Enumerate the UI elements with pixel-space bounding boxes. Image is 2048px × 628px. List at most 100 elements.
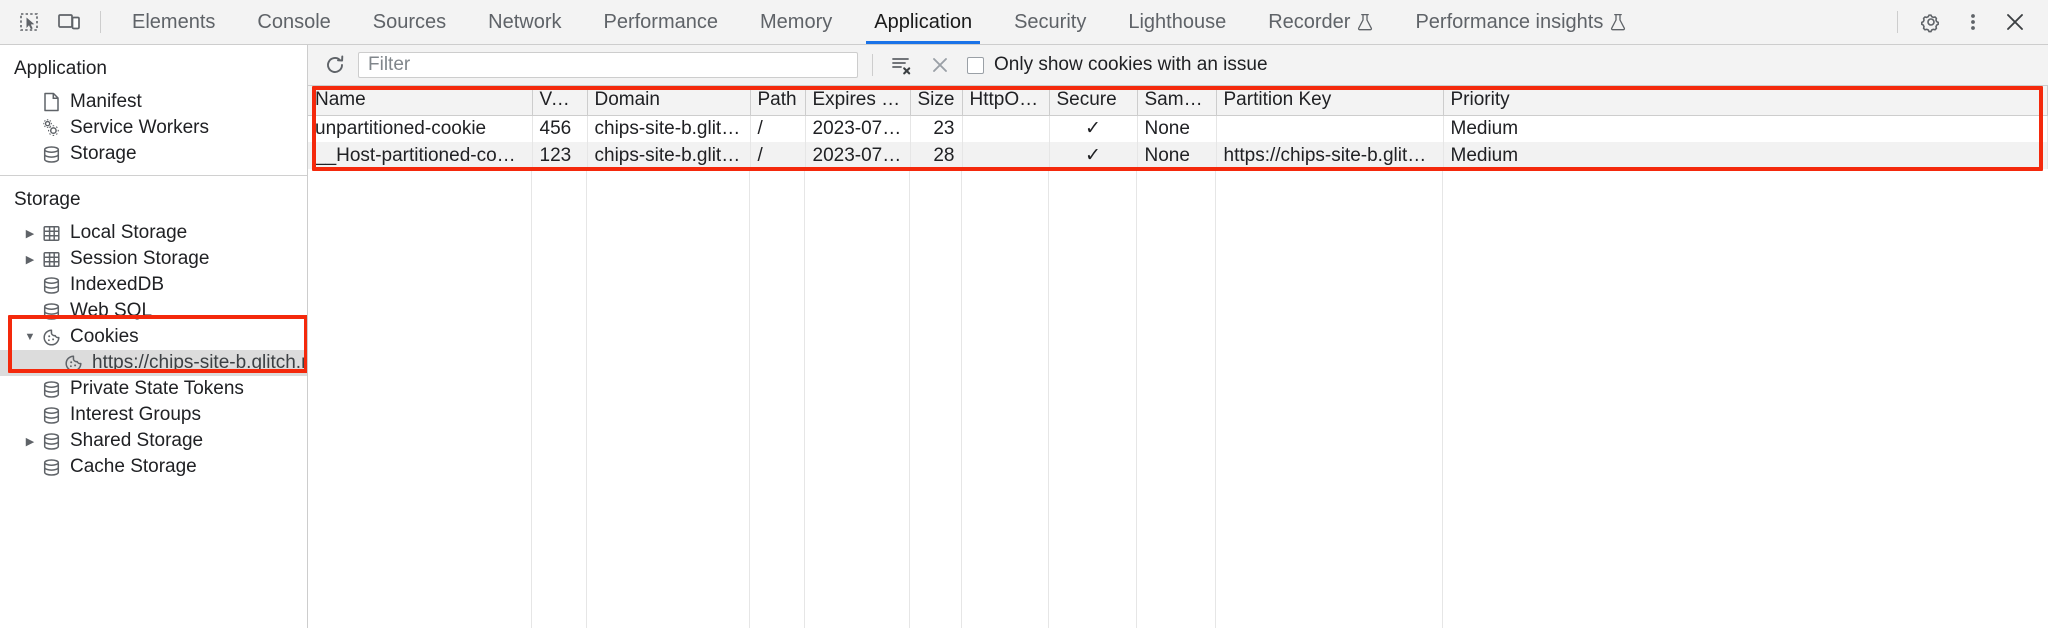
clear-icon[interactable] (925, 50, 955, 80)
more-options-icon[interactable] (1954, 3, 1992, 41)
sidebar-item-interest-groups[interactable]: ▶ Interest Groups (0, 402, 307, 428)
chevron-down-icon[interactable]: ▼ (24, 331, 36, 343)
inspect-element-icon[interactable] (10, 3, 48, 41)
column-header-size[interactable]: Size (910, 86, 963, 116)
cell-expires[interactable]: 2023-07-07… (805, 115, 911, 142)
column-header-priority[interactable]: Priority (1443, 86, 2048, 116)
gear-icon[interactable] (1912, 3, 1950, 41)
cell-partition-key[interactable]: https://chips-site-b.glitch.me (1216, 142, 1444, 169)
column-header-expires[interactable]: Expires / M… (805, 86, 911, 116)
tab-label: Recorder (1268, 10, 1351, 33)
cell-priority[interactable]: Medium (1443, 142, 2048, 169)
cell-name[interactable]: __Host-partitioned-cookie (308, 142, 533, 169)
column-header-partition-key[interactable]: Partition Key (1216, 86, 1444, 116)
cell-httponly[interactable] (962, 142, 1050, 169)
gears-icon (38, 118, 64, 138)
chevron-right-icon[interactable]: ▶ (25, 227, 35, 240)
database-icon (38, 432, 64, 451)
sidebar-item-cache-storage[interactable]: ▶ Cache Storage (0, 454, 307, 480)
tab-label: Performance (603, 10, 719, 33)
table-icon (38, 224, 64, 243)
cell-value[interactable]: 123 (532, 142, 588, 169)
cell-samesite[interactable]: None (1137, 115, 1217, 142)
tab-network[interactable]: Network (467, 0, 582, 44)
cookies-toolbar: Filter Only show cookies with an issu (308, 45, 2048, 86)
cell-value[interactable]: 456 (532, 115, 588, 142)
tab-elements[interactable]: Elements (111, 0, 236, 44)
column-header-httponly[interactable]: HttpOnly (962, 86, 1050, 116)
cell-secure[interactable]: ✓ (1049, 142, 1138, 169)
database-icon (38, 145, 64, 164)
column-header-value[interactable]: Value (532, 86, 588, 116)
sidebar-item-label: Interest Groups (70, 404, 201, 425)
cell-path[interactable]: / (750, 142, 806, 169)
sidebar-item-storage[interactable]: ▶ Storage (0, 141, 307, 167)
close-icon[interactable] (1996, 3, 2034, 41)
tab-label: Console (257, 10, 331, 33)
cell-expires[interactable]: 2023-07-07… (805, 142, 911, 169)
tab-label: Elements (132, 10, 216, 33)
cell-httponly[interactable] (962, 115, 1050, 142)
sidebar-group-title: Storage (14, 189, 81, 210)
tab-performance-insights[interactable]: Performance insights (1394, 0, 1647, 44)
tab-recorder[interactable]: Recorder (1247, 0, 1394, 44)
cell-domain[interactable]: chips-site-b.glitch.me (587, 142, 751, 169)
tab-label: Security (1014, 10, 1087, 33)
tab-label: Sources (372, 10, 447, 33)
only-issues-checkbox[interactable] (967, 56, 984, 74)
sidebar-item-cookie-origin[interactable]: ▶ https://chips-site-b.glitch.me (0, 350, 307, 376)
device-toolbar-icon[interactable] (50, 3, 88, 41)
sidebar-item-shared-storage[interactable]: ▶ Shared Storage (0, 428, 307, 454)
sidebar-item-manifest[interactable]: ▶ Manifest (0, 89, 307, 115)
tab-performance[interactable]: Performance (583, 0, 740, 44)
sidebar-item-label: Storage (70, 143, 137, 164)
sidebar-item-indexeddb[interactable]: ▶ IndexedDB (0, 272, 307, 298)
devtools-workspace: Application ▶ Manifest ▶ (0, 45, 2048, 628)
tab-lighthouse[interactable]: Lighthouse (1107, 0, 1247, 44)
sidebar-item-session-storage[interactable]: ▶ Session Storage (0, 246, 307, 272)
sidebar-group-storage: Storage ▶ Local Storage ▶ (0, 175, 307, 488)
cell-samesite[interactable]: None (1137, 142, 1217, 169)
sidebar-item-cookies[interactable]: ▼ Cookies (0, 324, 307, 350)
cell-size[interactable]: 28 (910, 142, 963, 169)
tab-sources[interactable]: Sources (352, 0, 467, 44)
filter-placeholder: Filter (368, 54, 411, 75)
only-issues-checkbox-row[interactable]: Only show cookies with an issue (967, 54, 1268, 76)
filter-input[interactable]: Filter (358, 52, 858, 78)
sidebar-item-label: Session Storage (70, 248, 210, 269)
tab-security[interactable]: Security (993, 0, 1107, 44)
sidebar-item-private-state-tokens[interactable]: ▶ Private State Tokens (0, 376, 307, 402)
column-header-domain[interactable]: Domain (587, 86, 751, 116)
cell-domain[interactable]: chips-site-b.glitch.me (587, 115, 751, 142)
chevron-right-icon[interactable]: ▶ (25, 253, 35, 266)
cookies-table: Name Value Domain Path Expires / M… Size… (308, 86, 2048, 169)
cell-priority[interactable]: Medium (1443, 115, 2048, 142)
tab-memory[interactable]: Memory (739, 0, 853, 44)
cell-partition-key[interactable] (1216, 115, 1444, 142)
table-row[interactable]: __Host-partitioned-cookie 123 chips-site… (308, 142, 2048, 169)
sidebar-item-label: Local Storage (70, 222, 188, 243)
column-header-name[interactable]: Name (308, 86, 533, 116)
chevron-right-icon[interactable]: ▶ (25, 435, 35, 448)
sidebar-item-web-sql[interactable]: ▶ Web SQL (0, 298, 307, 324)
experiment-flask-icon (1610, 13, 1626, 31)
cell-name[interactable]: unpartitioned-cookie (308, 115, 533, 142)
tab-application[interactable]: Application (853, 0, 993, 44)
cell-secure[interactable]: ✓ (1049, 115, 1138, 142)
column-header-secure[interactable]: Secure (1049, 86, 1138, 116)
sidebar-item-local-storage[interactable]: ▶ Local Storage (0, 220, 307, 246)
tabbar-divider-right (1897, 11, 1898, 33)
database-icon (38, 380, 64, 399)
sidebar-item-service-workers[interactable]: ▶ Service Workers (0, 115, 307, 141)
refresh-icon[interactable] (320, 50, 350, 80)
cell-path[interactable]: / (750, 115, 806, 142)
table-row[interactable]: unpartitioned-cookie 456 chips-site-b.gl… (308, 115, 2048, 142)
clear-filtered-icon[interactable] (887, 50, 917, 80)
toolbar-divider (872, 54, 873, 76)
cell-size[interactable]: 23 (910, 115, 963, 142)
column-header-samesite[interactable]: SameSite (1137, 86, 1217, 116)
tab-console[interactable]: Console (236, 0, 351, 44)
sidebar-item-label: Shared Storage (70, 430, 204, 451)
column-header-path[interactable]: Path (750, 86, 806, 116)
sidebar-item-label: Private State Tokens (70, 378, 244, 399)
